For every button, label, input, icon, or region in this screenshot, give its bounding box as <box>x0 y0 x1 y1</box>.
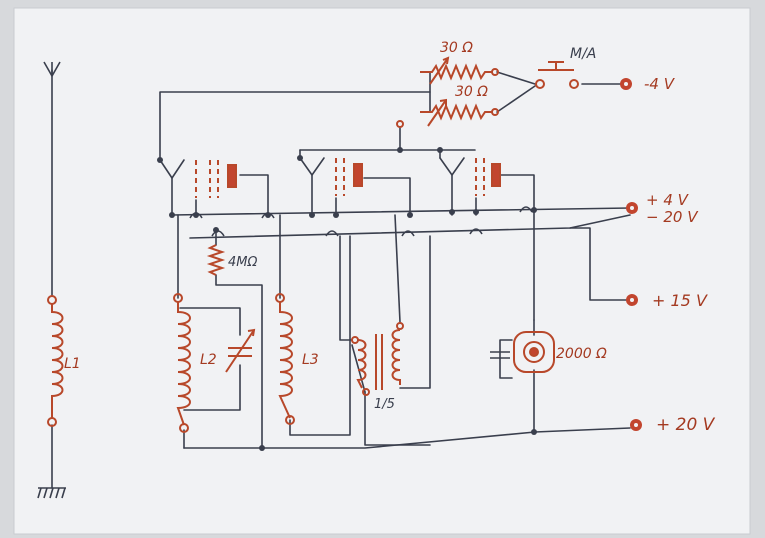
label-pos4v: + 4 V <box>646 191 690 209</box>
label-resistor-bottom: 30 Ω <box>455 84 488 100</box>
label-grid-leak: 4MΩ <box>228 255 257 270</box>
tube-2 <box>335 158 363 196</box>
headphone-icon <box>513 331 555 373</box>
terminal-neg4v <box>620 78 632 90</box>
label-pos20v: + 20 V <box>656 415 716 435</box>
rheostat-bottom <box>396 98 499 128</box>
transformer-icon <box>351 322 404 396</box>
label-switch: M/A <box>570 46 596 62</box>
label-l3: L3 <box>302 352 319 368</box>
terminal-pos20v <box>630 419 642 431</box>
terminal-pos4v <box>626 202 638 214</box>
terminal-pos15v <box>626 294 638 306</box>
ground-icon <box>37 487 66 499</box>
label-pos15v: + 15 V <box>652 291 708 310</box>
label-transformer: 1/5 <box>374 397 395 412</box>
label-neg20v: − 20 V <box>646 208 699 226</box>
coil-l3 <box>275 293 295 425</box>
label-headphone: 2000 Ω <box>556 346 607 362</box>
label-l1: L1 <box>64 356 81 372</box>
wiring <box>51 69 631 489</box>
rheostat-top <box>420 56 499 85</box>
power-switch-icon <box>535 61 579 89</box>
tube-3 <box>475 158 501 196</box>
label-resistor-top: 30 Ω <box>440 40 473 56</box>
label-neg4v: -4 V <box>644 75 676 93</box>
label-l2: L2 <box>200 352 217 368</box>
coil-l1 <box>47 295 64 427</box>
antenna-icon <box>43 61 61 78</box>
paper-background <box>13 7 751 535</box>
grid-leak-resistor <box>206 244 226 276</box>
tube-1 <box>195 160 237 198</box>
coil-l2 <box>173 293 191 433</box>
variable-capacitor-icon <box>225 328 256 373</box>
bypass-capacitor-icon <box>490 351 510 359</box>
junction-dots <box>157 147 537 451</box>
